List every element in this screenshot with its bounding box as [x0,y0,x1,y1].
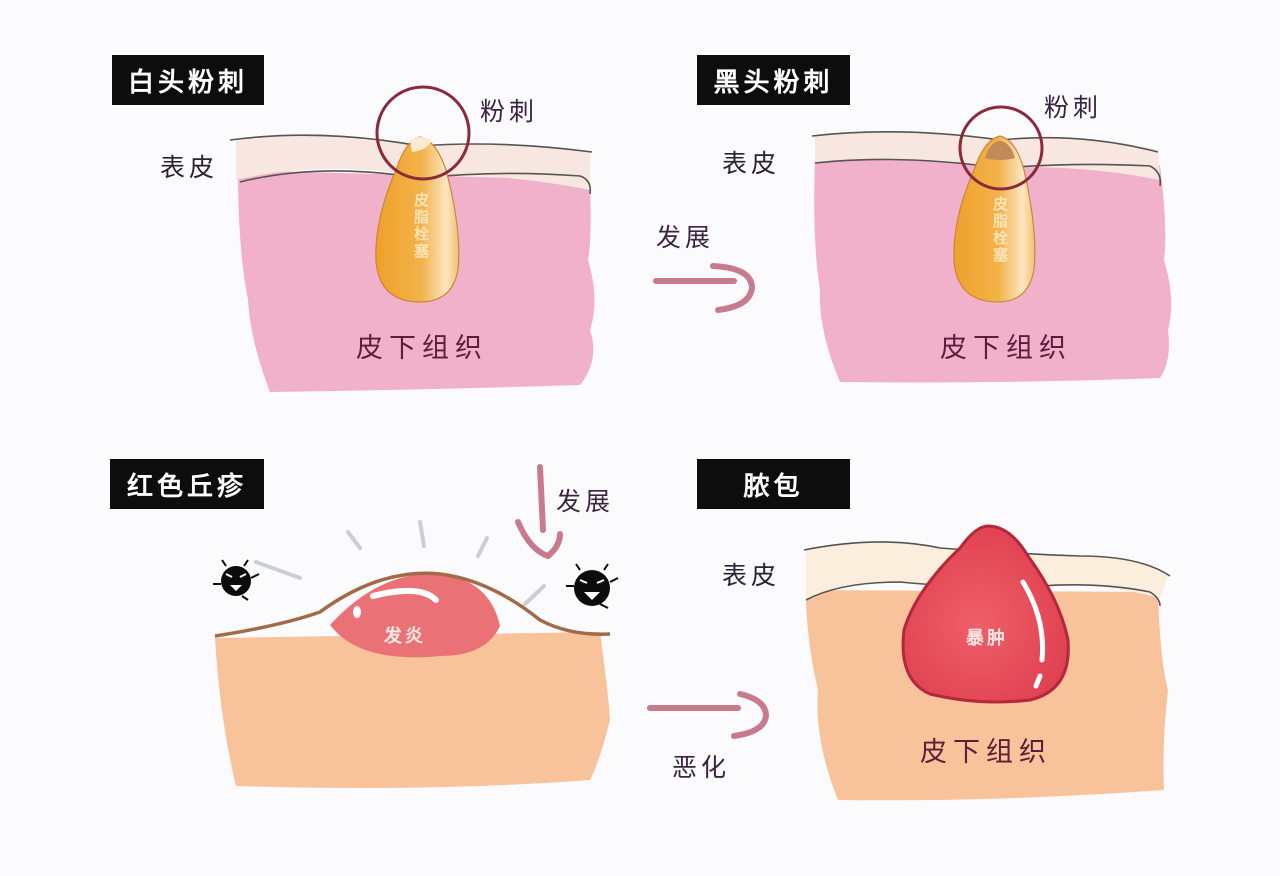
papule-tissue [215,632,610,788]
pustule-sac [901,524,1070,704]
blackhead-illustration [811,105,1172,383]
label-whitehead-subcutaneous: 皮下组织 [356,333,488,364]
label-whitehead-plug: 皮脂栓塞 [412,192,430,260]
label-blackhead-comedo: 粉刺 [1044,93,1103,122]
red-papule-illustration [213,520,619,788]
title-blackhead: 黑头粉刺 [697,55,850,105]
arrow-worsen-right [647,691,770,739]
label-whitehead-comedo: 粉刺 [480,97,539,126]
label-arrow-develop-2: 发展 [556,487,615,516]
label-swelling: 暴肿 [966,628,1008,649]
arrow-develop-right [653,263,756,313]
bacteria-left-icon [213,559,260,601]
blackhead-dark-tip [985,141,1015,160]
arrow-develop-down [515,464,563,560]
label-blackhead-plug: 皮脂栓塞 [991,196,1009,264]
title-whitehead: 白头粉刺 [112,55,264,105]
label-whitehead-epidermis: 表皮 [160,153,219,182]
label-blackhead-subcutaneous: 皮下组织 [940,333,1072,364]
blackhead-comedo-circle [958,105,1044,191]
label-pustule-epidermis: 表皮 [722,561,781,590]
whitehead-comedo-circle [375,85,471,181]
title-red-papule: 红色丘疹 [110,459,264,509]
whitehead-illustration [229,85,595,392]
pustule-illustration [803,524,1171,801]
label-arrow-worsen: 恶化 [672,753,731,782]
label-blackhead-epidermis: 表皮 [722,149,781,178]
label-inflammation: 发炎 [384,626,426,647]
title-pustule: 脓包 [697,459,850,509]
label-arrow-develop-1: 发展 [656,223,715,252]
label-pustule-subcutaneous: 皮下组织 [920,737,1052,768]
bacteria-right-icon [566,563,619,609]
